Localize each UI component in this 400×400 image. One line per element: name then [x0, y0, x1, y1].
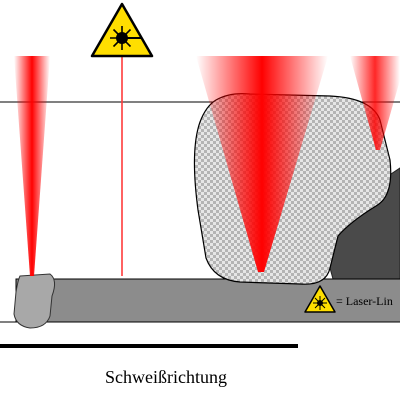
laser-beam-large — [196, 56, 328, 272]
direction-label: Schweißrichtung — [105, 367, 227, 387]
laser-warning-icon — [90, 2, 154, 58]
legend-laser-warning-icon — [304, 285, 336, 313]
laser-beam-right — [350, 56, 400, 150]
workpiece-bar — [15, 278, 400, 323]
legend: = Laser-Lin — [304, 285, 393, 313]
workpiece-end-cap — [13, 273, 56, 329]
legend-label: = Laser-Lin — [336, 294, 393, 308]
direction-line — [0, 344, 298, 348]
laser-beam-left — [14, 56, 50, 276]
